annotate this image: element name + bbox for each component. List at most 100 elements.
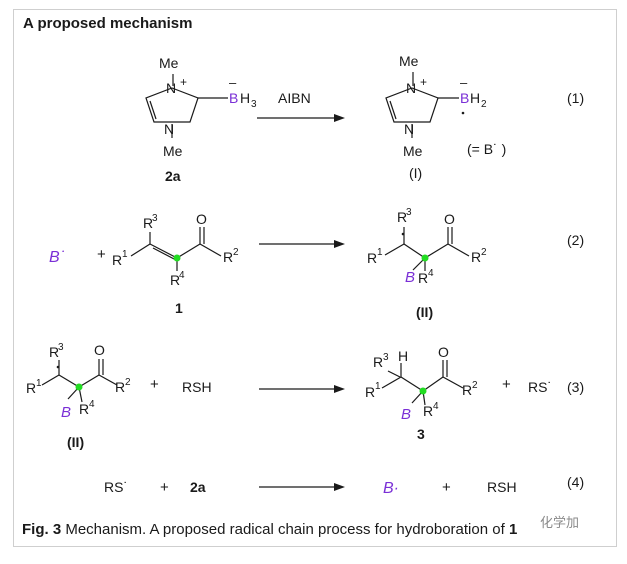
r3-superscript: 3 <box>58 342 64 353</box>
r3-label: R <box>49 344 59 360</box>
plus-sign: + <box>97 246 106 263</box>
r4-label: R <box>418 270 428 286</box>
charge-plus: + <box>420 75 427 89</box>
equation-number-4: (4) <box>567 474 584 490</box>
watermark-text: 化学加 <box>540 515 580 530</box>
r4-superscript: 4 <box>428 268 434 279</box>
r1-superscript: 1 <box>377 247 383 258</box>
r4-superscript: 4 <box>89 399 95 410</box>
r3-label: R <box>397 209 407 225</box>
subscript-2: 2 <box>481 99 487 110</box>
alkene-carbon-marker <box>173 254 181 262</box>
boron-label: B <box>61 404 71 421</box>
r1-superscript: 1 <box>36 378 42 389</box>
r4-label: R <box>79 401 89 417</box>
compound-1-structure: R 3 R 1 R 4 O R 2 <box>112 211 239 288</box>
radical-dot <box>401 232 405 236</box>
r3-superscript: 3 <box>383 352 389 363</box>
methyl-label: Me <box>399 53 419 69</box>
r1-label: R <box>112 252 122 268</box>
reaction-arrow-3 <box>259 385 345 393</box>
reagent-rsh: RSH <box>182 379 212 395</box>
methyl-label: Me <box>403 143 423 159</box>
figure-caption: Fig. 3 Mechanism. A proposed radical cha… <box>22 521 517 538</box>
boron-label: B <box>460 90 469 106</box>
charge-minus: – <box>229 75 237 90</box>
radical-dot <box>56 365 60 369</box>
charge-plus: + <box>180 75 187 89</box>
caption-label: Fig. 3 <box>22 521 62 538</box>
r3-label: R <box>373 354 383 370</box>
compound-id-3: 3 <box>417 426 425 442</box>
r2-label: R <box>471 249 481 265</box>
subscript-3: 3 <box>251 99 257 110</box>
r1-label: R <box>367 250 377 266</box>
boryl-radical: B· <box>383 480 399 497</box>
r3-label: R <box>143 215 153 231</box>
reaction-arrow-4 <box>259 483 345 491</box>
boron-label: B <box>405 269 415 286</box>
plus-sign: + <box>150 376 159 393</box>
compound-id-I: (I) <box>409 165 422 181</box>
nitrogen-label: N <box>404 121 414 137</box>
nitrogen-label: N <box>164 121 174 137</box>
charge-minus: – <box>460 75 468 90</box>
oxygen-label: O <box>438 344 449 360</box>
boryl-radical: B˙ <box>49 249 65 266</box>
r4-label: R <box>423 403 433 419</box>
radical-dot <box>461 111 465 115</box>
r4-superscript: 4 <box>179 270 185 281</box>
r4-label: R <box>170 272 180 288</box>
r1-superscript: 1 <box>122 249 128 260</box>
figure-frame <box>13 9 617 547</box>
carbon-marker <box>419 387 427 395</box>
carbon-marker <box>421 254 429 262</box>
r2-label: R <box>115 379 125 395</box>
reagent-aibn: AIBN <box>278 90 311 106</box>
r1-label: R <box>365 384 375 400</box>
plus-sign: + <box>160 479 169 496</box>
boron-label: B <box>229 90 238 106</box>
intermediate-II-reactant-structure: R 3 R 1 B R 4 O R 2 <box>26 342 131 421</box>
compound-id-2a: 2a <box>190 479 206 495</box>
methyl-label: Me <box>163 143 183 159</box>
r3-superscript: 3 <box>406 207 412 218</box>
oxygen-label: O <box>444 211 455 227</box>
equation-number-2: (2) <box>567 232 584 248</box>
imidazole-ring <box>385 87 439 123</box>
thiyl-radical: RS˙ <box>104 479 128 495</box>
oxygen-label: O <box>94 342 105 358</box>
r1-superscript: 1 <box>375 381 381 392</box>
r2-superscript: 2 <box>233 247 239 258</box>
caption-text: Mechanism. A proposed radical chain proc… <box>65 521 505 538</box>
caption-compound: 1 <box>508 521 518 538</box>
compound-id-II: (II) <box>416 304 433 320</box>
plus-sign: + <box>502 376 511 393</box>
hydrogen-label: H <box>470 90 480 106</box>
reaction-arrow-2 <box>259 240 345 248</box>
hydrogen-label: H <box>240 90 250 106</box>
compound-id-II: (II) <box>67 434 84 450</box>
imidazole-ring <box>145 87 199 123</box>
r2-superscript: 2 <box>472 380 478 391</box>
r4-superscript: 4 <box>433 401 439 412</box>
equation-number-3: (3) <box>567 379 584 395</box>
carbon-marker <box>75 383 83 391</box>
boron-label: B <box>401 406 411 423</box>
radical-equivalence-note: (= B˙ ) <box>467 141 506 157</box>
r3-superscript: 3 <box>152 213 158 224</box>
plus-sign: + <box>442 479 451 496</box>
compound-id-1: 1 <box>175 300 183 316</box>
nitrogen-label: N <box>166 80 176 96</box>
compound-id-2a: 2a <box>165 168 181 184</box>
thiyl-radical: RS˙ <box>528 379 552 395</box>
radical-I-structure: Me N + B H 2 N Me – <box>385 53 487 159</box>
equation-number-1: (1) <box>567 90 584 106</box>
compound-2a-structure: Me N + B H 3 N Me – <box>145 55 257 159</box>
r2-superscript: 2 <box>125 377 131 388</box>
oxygen-label: O <box>196 211 207 227</box>
scheme-title: A proposed mechanism <box>23 15 192 32</box>
r2-label: R <box>462 382 472 398</box>
hydrogen-label: H <box>398 348 408 364</box>
